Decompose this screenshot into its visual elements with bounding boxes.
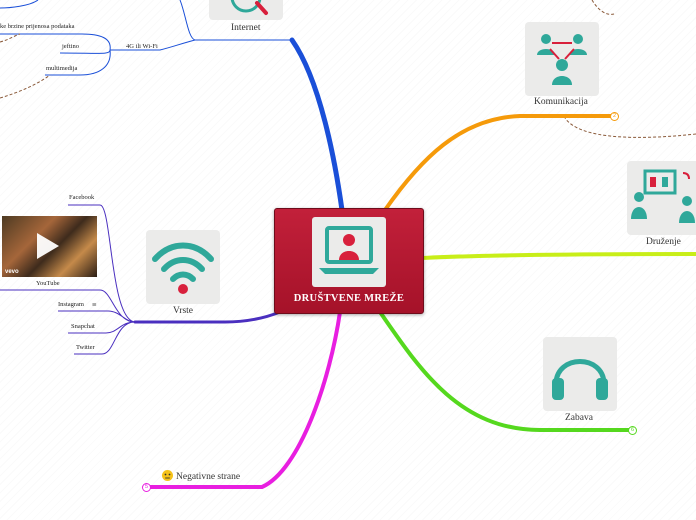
vrste-image[interactable]: [146, 230, 220, 304]
internet-connector: [289, 37, 345, 213]
vrste-connector: [133, 310, 282, 324]
vrste-child-youtube[interactable]: YouTube: [36, 280, 60, 287]
central-image: [312, 217, 386, 287]
play-icon[interactable]: [37, 233, 59, 259]
relation-arrow: [591, 0, 615, 15]
relation-arrow: [0, 74, 51, 99]
komunikacija-image[interactable]: [525, 22, 599, 96]
zabava-image[interactable]: [543, 337, 617, 411]
globe-icon: [230, 0, 268, 15]
notes-icon[interactable]: ≡: [92, 300, 97, 309]
central-title: DRUŠTVENE MREŽE: [293, 293, 405, 304]
laptop-person-icon: [319, 226, 379, 274]
negativne-badge[interactable]: 5: [142, 483, 151, 492]
komunikacija-badge[interactable]: 2: [610, 112, 619, 121]
komunikacija-label[interactable]: Komunikacija: [534, 97, 588, 107]
video-brand-logo: vevo: [5, 269, 19, 275]
druzenje-label[interactable]: Druženje: [646, 237, 681, 247]
internet-child-wifi[interactable]: 4G ili Wi-Fi: [126, 43, 158, 50]
vrste-label[interactable]: Vrste: [173, 306, 194, 316]
internet-sub-connector: [110, 39, 196, 51]
internet-image[interactable]: [209, 0, 283, 20]
zabava-badge[interactable]: 6: [628, 426, 637, 435]
druzenje-image[interactable]: [627, 161, 696, 235]
vrste-child-instagram[interactable]: Instagram: [58, 301, 84, 308]
youtube-video-thumbnail[interactable]: vevo: [2, 216, 97, 277]
worried-face-icon: [162, 470, 173, 481]
druzenje-connector: [420, 252, 696, 260]
internet-label[interactable]: Internet: [231, 23, 261, 33]
negativne-label: Negativne strane: [176, 472, 241, 482]
wifi-icon: [152, 242, 214, 294]
video-chat-icon: [631, 169, 695, 223]
internet-child-speed[interactable]: ke brzine prijenosa podataka: [0, 23, 75, 30]
internet-child-cheap[interactable]: jeftino: [62, 43, 79, 50]
zabava-connector: [378, 310, 632, 432]
vrste-child-twitter[interactable]: Twitter: [76, 344, 95, 351]
vrste-child-snapchat[interactable]: Snapchat: [71, 323, 95, 330]
headphones-icon: [552, 359, 608, 400]
relation-arrow: [564, 117, 696, 138]
negativne-label-wrap[interactable]: Negativne strane: [162, 470, 240, 482]
central-topic[interactable]: DRUŠTVENE MREŽE: [274, 208, 424, 314]
vrste-sub-links: [0, 204, 136, 355]
relation-arrow: [0, 33, 21, 43]
zabava-label[interactable]: Zabava: [565, 413, 593, 423]
komunikacija-connector: [383, 114, 614, 212]
internet-sub-links: [0, 0, 111, 76]
people-network-icon: [537, 34, 587, 85]
negativne-connector: [148, 310, 342, 489]
internet-child-multimedia[interactable]: multimedija: [46, 65, 78, 72]
vrste-child-facebook[interactable]: Facebook: [69, 194, 95, 201]
